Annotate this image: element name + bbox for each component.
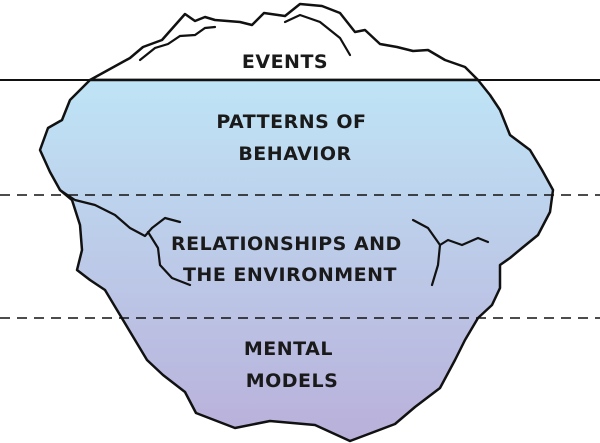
crack-right: [411, 218, 490, 247]
crack-right-branch: [430, 243, 442, 287]
label-relationships-and-environment: RELATIONSHIPS AND THE ENVIRONMENT: [171, 233, 409, 286]
tip-ridge-left: [138, 25, 217, 62]
tip-ridge-right: [283, 13, 352, 57]
crack-left: [58, 188, 182, 238]
crack-left-branch: [146, 230, 192, 287]
label-patterns-of-behavior: PATTERNS OF BEHAVIOR: [216, 111, 373, 165]
label-mental-models: MENTAL MODELS: [244, 338, 340, 392]
label-events: EVENTS: [242, 51, 328, 73]
iceberg-body: [38, 78, 555, 443]
iceberg-tip: [88, 2, 480, 82]
